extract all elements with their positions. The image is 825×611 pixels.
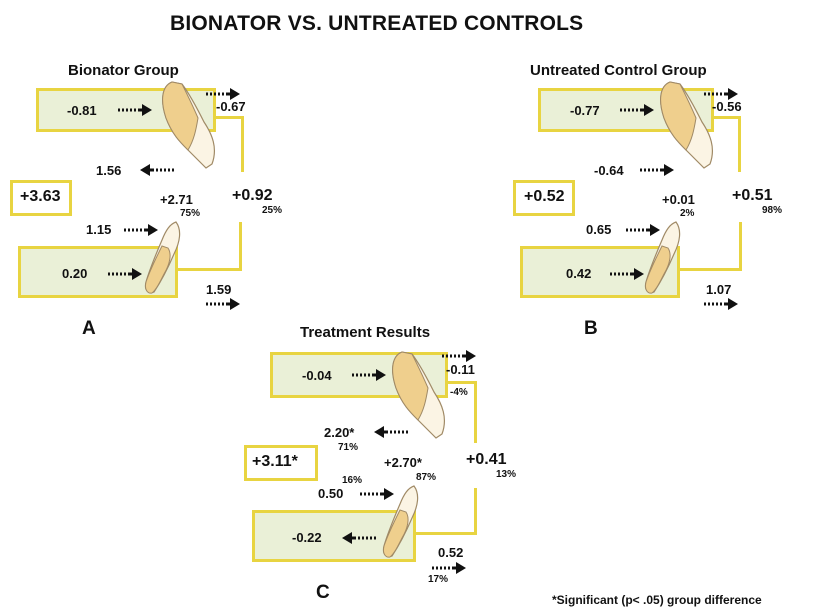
- panel-c-upper-box-value: -0.04: [302, 368, 332, 383]
- panel-b-right-value: +0.51: [732, 187, 773, 204]
- panel-c-letter: C: [316, 582, 330, 603]
- diagram-title: BIONATOR VS. UNTREATED CONTROLS: [170, 12, 584, 35]
- panel-c-upper-dotted-arrow-right-icon: [352, 369, 386, 381]
- panel-c-lower-left-dotted-arrow-right-icon: [360, 488, 394, 500]
- panel-b-mid-dotted-arrow-right-icon: [640, 164, 674, 176]
- panel-a-lower-arrow-value: 1.59: [206, 282, 232, 297]
- panel-a-upper-dotted-arrow-right-icon: [118, 104, 152, 116]
- panel-a-lower-box-value: 0.20: [62, 266, 88, 281]
- panel-b-lower-left-dotted-arrow-right-icon: [626, 224, 660, 236]
- panel-b-bottom-dotted-arrow-right-icon: [704, 298, 738, 310]
- panel-a-lower-left-value: 1.15: [86, 222, 112, 237]
- panel-b-lower-arrow-value: 1.07: [706, 282, 732, 297]
- panel-a-total-box: [10, 180, 72, 216]
- panel-b-total-value: +0.52: [524, 188, 565, 205]
- panel-c-lower-tooth-icon: [382, 485, 419, 558]
- panel-c-lower-percent: 17%: [428, 574, 449, 585]
- panel-c-upper-arrow-value: -0.11: [446, 362, 475, 377]
- panel-a-lower-left-dotted-arrow-right-icon: [124, 224, 158, 236]
- panel-c-upper-percent: -4%: [450, 387, 468, 398]
- panel-b-letter: B: [584, 318, 598, 339]
- panel-a-lower-box-dotted-arrow-right-icon: [108, 268, 142, 280]
- panel-c-upper-connector: [448, 381, 476, 384]
- panel-b-upper-vertical: [738, 116, 741, 172]
- panel-a-right-percent: 25%: [262, 205, 283, 216]
- panel-a-upper-box-value: -0.81: [67, 103, 97, 118]
- panel-c-lower-vertical: [474, 488, 477, 535]
- panel-c-right-percent: 13%: [496, 469, 517, 480]
- panel-b-upper-arrow-value: -0.56: [712, 99, 742, 114]
- panel-b-mid-left-value: -0.64: [594, 163, 624, 178]
- panel-c-right-value: +0.41: [466, 451, 507, 468]
- panel-c-lower-left-percent: 16%: [342, 475, 363, 486]
- panel-b-center-percent: 2%: [680, 208, 695, 219]
- panel-c-lower-box-dotted-arrow-left-icon: [342, 532, 376, 544]
- panel-b-lower-box-value: 0.42: [566, 266, 592, 281]
- panel-b-title: Untreated Control Group: [530, 62, 707, 79]
- panel-a-upper-arrow-value: -0.67: [216, 99, 246, 114]
- panel-a-upper-vertical: [241, 116, 244, 172]
- panel-c-top-dotted-arrow-right-icon: [442, 350, 476, 362]
- panel-c-bottom-dotted-arrow-right-icon: [432, 562, 466, 574]
- panel-b-lower-vertical: [739, 222, 742, 271]
- panel-b-upper-box-value: -0.77: [570, 103, 600, 118]
- panel-a-total-value: +3.63: [20, 188, 61, 205]
- panel-a-right-value: +0.92: [232, 187, 273, 204]
- panel-b-upper-tooth-icon: [660, 81, 714, 169]
- panel-c-upper-tooth-icon: [392, 351, 446, 439]
- panel-a-bottom-dotted-arrow-right-icon: [206, 298, 240, 310]
- panel-c-center-percent: 87%: [416, 472, 437, 483]
- panel-a-lower-tooth-icon: [144, 221, 181, 294]
- panel-b-lower-left-value: 0.65: [586, 222, 612, 237]
- panel-b-center-value: +0.01: [662, 192, 695, 207]
- panel-b-upper-connector: [714, 116, 741, 119]
- panel-a-center-percent: 75%: [180, 208, 201, 219]
- panel-a-upper-connector: [216, 116, 243, 119]
- panel-c-lower-connector: [416, 532, 476, 535]
- panel-c-lower-arrow-value: 0.52: [438, 545, 464, 560]
- panel-a-mid-left-value: 1.56: [96, 163, 122, 178]
- panel-c-mid-left-value: 2.20*: [324, 425, 355, 440]
- panel-c-center-value: +2.70*: [384, 455, 422, 470]
- panel-b-total-box: [513, 180, 575, 216]
- panel-c-total-box: [244, 445, 318, 481]
- panel-b-lower-box-dotted-arrow-right-icon: [610, 268, 644, 280]
- panel-b-lower-connector: [680, 268, 742, 271]
- panel-a-center-value: +2.71: [160, 192, 193, 207]
- panel-b-upper-dotted-arrow-right-icon: [620, 104, 654, 116]
- panel-c-lower-left-value: 0.50: [318, 486, 344, 501]
- panel-a-letter: A: [82, 318, 96, 339]
- panel-c-total-value: +3.11*: [252, 453, 298, 470]
- panel-b-lower-tooth-icon: [644, 221, 681, 294]
- panel-c-upper-vertical: [474, 381, 477, 443]
- panel-c-mid-left-percent: 71%: [338, 442, 359, 453]
- panel-a-lower-vertical: [239, 222, 242, 271]
- panel-c-title: Treatment Results: [300, 324, 431, 341]
- panel-a-title: Bionator Group: [68, 62, 179, 79]
- panel-b-top-dotted-arrow-right-icon: [704, 88, 738, 100]
- significance-footnote: *Significant (p< .05) group difference: [552, 593, 762, 607]
- panel-c-lower-box-value: -0.22: [292, 530, 322, 545]
- panel-b-right-percent: 98%: [762, 205, 783, 216]
- panel-a-upper-tooth-icon: [162, 81, 216, 169]
- panel-c-mid-dotted-arrow-left-icon: [374, 426, 408, 438]
- panel-a-lower-connector: [178, 268, 242, 271]
- panel-a-top-dotted-arrow-right-icon: [206, 88, 240, 100]
- panel-a-mid-dotted-arrow-left-icon: [140, 164, 174, 176]
